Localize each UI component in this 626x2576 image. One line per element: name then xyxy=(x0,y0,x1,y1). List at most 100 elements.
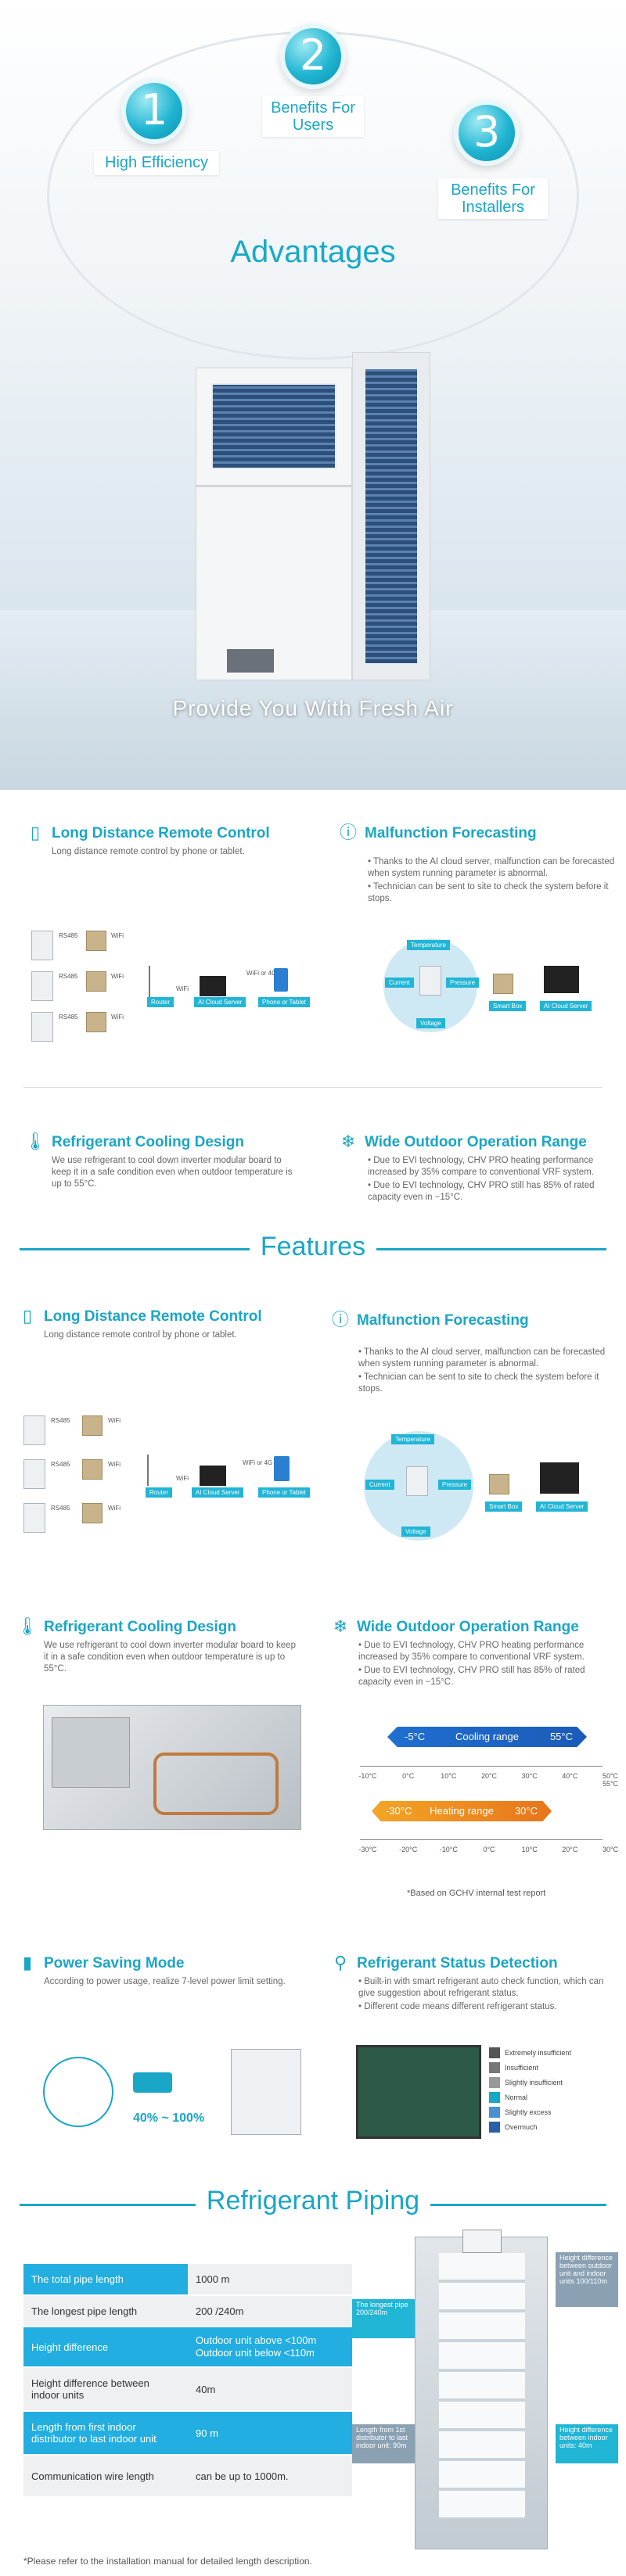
legend-item: Normal xyxy=(489,2090,618,2104)
cooling-title: Refrigerant Cooling Design xyxy=(44,1619,236,1635)
row-label: Height difference xyxy=(23,2327,188,2368)
tick-label: -20°C xyxy=(399,1846,418,1853)
heat-max: 30°C xyxy=(514,1805,538,1817)
badge-1: 1 xyxy=(121,78,187,144)
pressure-label: Pressure xyxy=(438,1480,472,1490)
router-label: Router xyxy=(146,1487,173,1498)
odu-1 xyxy=(31,931,53,960)
snowflake-icon: ❄ xyxy=(340,1132,356,1151)
advantages-title: Advantages xyxy=(230,235,396,269)
row-label: Communication wire length xyxy=(23,2455,188,2498)
legend-swatch xyxy=(489,2091,500,2103)
bullet-text: Built-in with smart refrigerant auto che… xyxy=(358,1977,604,1998)
bullet-text: Due to EVI technology, CHV PRO heating p… xyxy=(368,1156,594,1177)
features-title: Features xyxy=(249,1232,377,1261)
power-percent: 40% ~ 100% xyxy=(133,2111,205,2125)
battery-icon: ▮ xyxy=(22,1953,33,1972)
rs485-label: RS485 xyxy=(59,1014,78,1021)
battery-level-icon xyxy=(133,2072,172,2093)
board-panel xyxy=(52,1717,130,1788)
outdoor-unit-small xyxy=(231,2049,301,2135)
legend-label: Slightly insufficient xyxy=(505,2078,563,2086)
malfunction-diagram-2: Temperature Current Pressure Voltage Sma… xyxy=(356,1423,614,1556)
cooling-title: Refrigerant Cooling Design xyxy=(52,1134,244,1150)
cool-label: Cooling range xyxy=(455,1731,519,1742)
odu-3 xyxy=(31,1012,53,1042)
malfunction-bullet-1: • Thanks to the AI cloud server, malfunc… xyxy=(358,1347,606,1369)
rs485-label: RS485 xyxy=(59,932,78,939)
legend-label: Overmuch xyxy=(505,2122,538,2131)
unit-seam xyxy=(196,485,352,487)
malfunction-bullet-1: • Thanks to the AI cloud server, malfunc… xyxy=(368,857,615,878)
tick-label: 50°C 55°C xyxy=(602,1772,619,1788)
legend-label: Insufficient xyxy=(505,2063,538,2072)
remote-control-desc: Long distance remote control by phone or… xyxy=(52,847,245,856)
callout-height-difference: Height difference between outdoor unit a… xyxy=(556,2252,618,2307)
smartbox-icon xyxy=(489,1474,509,1494)
smartbox-1 xyxy=(86,931,106,951)
row-value: 1000 m xyxy=(188,2264,352,2296)
odu-1 xyxy=(23,1415,45,1445)
odu-center xyxy=(406,1466,428,1496)
unit-grill-side xyxy=(364,368,419,665)
detection-icon: ⚲ xyxy=(333,1953,347,1972)
tick-label: 10°C xyxy=(441,1772,457,1780)
status-detection-title: Refrigerant Status Detection xyxy=(357,1955,558,1971)
legend-swatch xyxy=(489,2076,500,2088)
cooling-range-bar: -5°C Cooling range 55°C xyxy=(387,1727,587,1747)
row-value: Outdoor unit above <100m Outdoor unit be… xyxy=(188,2327,352,2368)
malfunction-bullet-2: • Technician can be sent to site to chec… xyxy=(368,882,609,903)
tick-label: 0°C xyxy=(402,1772,415,1780)
tick-label: 30°C xyxy=(602,1846,619,1853)
odu-2 xyxy=(31,971,53,1001)
phone-device-icon xyxy=(274,1456,290,1481)
tick-label: 0°C xyxy=(483,1846,495,1853)
smartbox-label: Smart Box xyxy=(489,1001,527,1011)
wifi2-label: WiFi xyxy=(176,1475,189,1482)
callout-longest-pipe: The longest pipe 200/240m xyxy=(352,2299,415,2338)
legend-item: Slightly insufficient xyxy=(489,2075,618,2090)
cool-max: 55°C xyxy=(549,1731,573,1742)
row-label: Length from first indoor distributor to … xyxy=(23,2411,188,2456)
tick-label: 30°C xyxy=(521,1772,538,1780)
wifi-label: WiFi xyxy=(111,932,124,939)
temperature-label: Temperature xyxy=(391,1434,434,1444)
cool-axis xyxy=(360,1766,603,1767)
legend-swatch xyxy=(489,2121,500,2133)
legend-item: Slightly excess xyxy=(489,2104,618,2119)
rs485-label: RS485 xyxy=(51,1417,70,1424)
malfunction-bullet-2: • Technician can be sent to site to chec… xyxy=(358,1372,599,1394)
snowflake-icon: ❄ xyxy=(333,1616,348,1636)
voltage-label: Voltage xyxy=(416,1018,445,1028)
callout-indoor-height: Height difference between indoor units: … xyxy=(556,2424,618,2463)
tick-label: -10°C xyxy=(439,1846,458,1853)
tick-label: 10°C xyxy=(521,1846,538,1853)
alert-icon: ⓘ xyxy=(331,1310,349,1329)
power-saving-illustration: 40% ~ 100% xyxy=(43,2049,301,2143)
piping-heading-wrap: Refrigerant Piping xyxy=(0,2186,626,2216)
piping-title: Refrigerant Piping xyxy=(195,2186,431,2215)
unit-panel xyxy=(227,649,274,673)
row-label: The total pipe length xyxy=(23,2264,188,2296)
tick-label: 40°C xyxy=(562,1772,578,1780)
range-note: *Based on GCHV internal test report xyxy=(407,1889,546,1898)
legend-item: Insufficient xyxy=(489,2060,618,2075)
legend-swatch xyxy=(489,2047,500,2058)
bullet-text: Due to EVI technology, CHV PRO still has… xyxy=(358,1666,585,1687)
temperature-label: Temperature xyxy=(407,940,450,950)
power-saving-title: Power Saving Mode xyxy=(44,1955,185,1971)
legend-item: Extremely insufficient xyxy=(489,2045,618,2060)
rs485-label: RS485 xyxy=(51,1505,70,1512)
smartbox-2 xyxy=(86,971,106,992)
wide-range-title: Wide Outdoor Operation Range xyxy=(365,1134,587,1150)
cooling-board-photo xyxy=(43,1705,301,1830)
cloud-label: AI Cloud Server xyxy=(540,1001,592,1011)
computer-icon xyxy=(540,1462,579,1494)
phone-label: Phone or Tablet xyxy=(258,997,310,1007)
legend-swatch xyxy=(489,2106,500,2118)
wide-bullet-1: • Due to EVI technology, CHV PRO heating… xyxy=(368,1156,594,1177)
label-high-efficiency: High Efficiency xyxy=(94,151,219,175)
